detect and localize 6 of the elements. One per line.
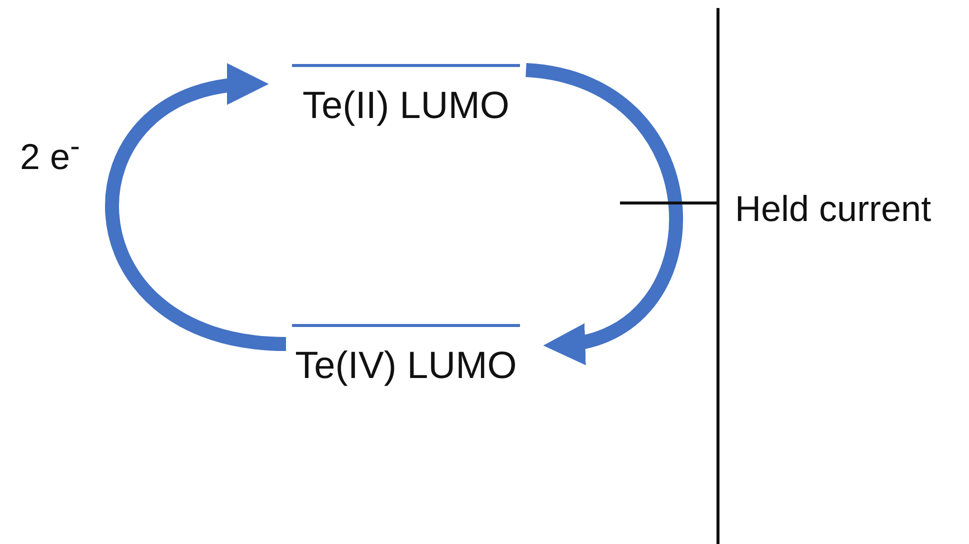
level-label: Te(II) LUMO [302,85,510,128]
curved-arrow [105,66,287,351]
energy-level [292,324,520,388]
electrode-label: Held current [735,188,932,230]
energy-level [292,64,520,128]
level-label: Te(IV) LUMO [295,345,517,388]
